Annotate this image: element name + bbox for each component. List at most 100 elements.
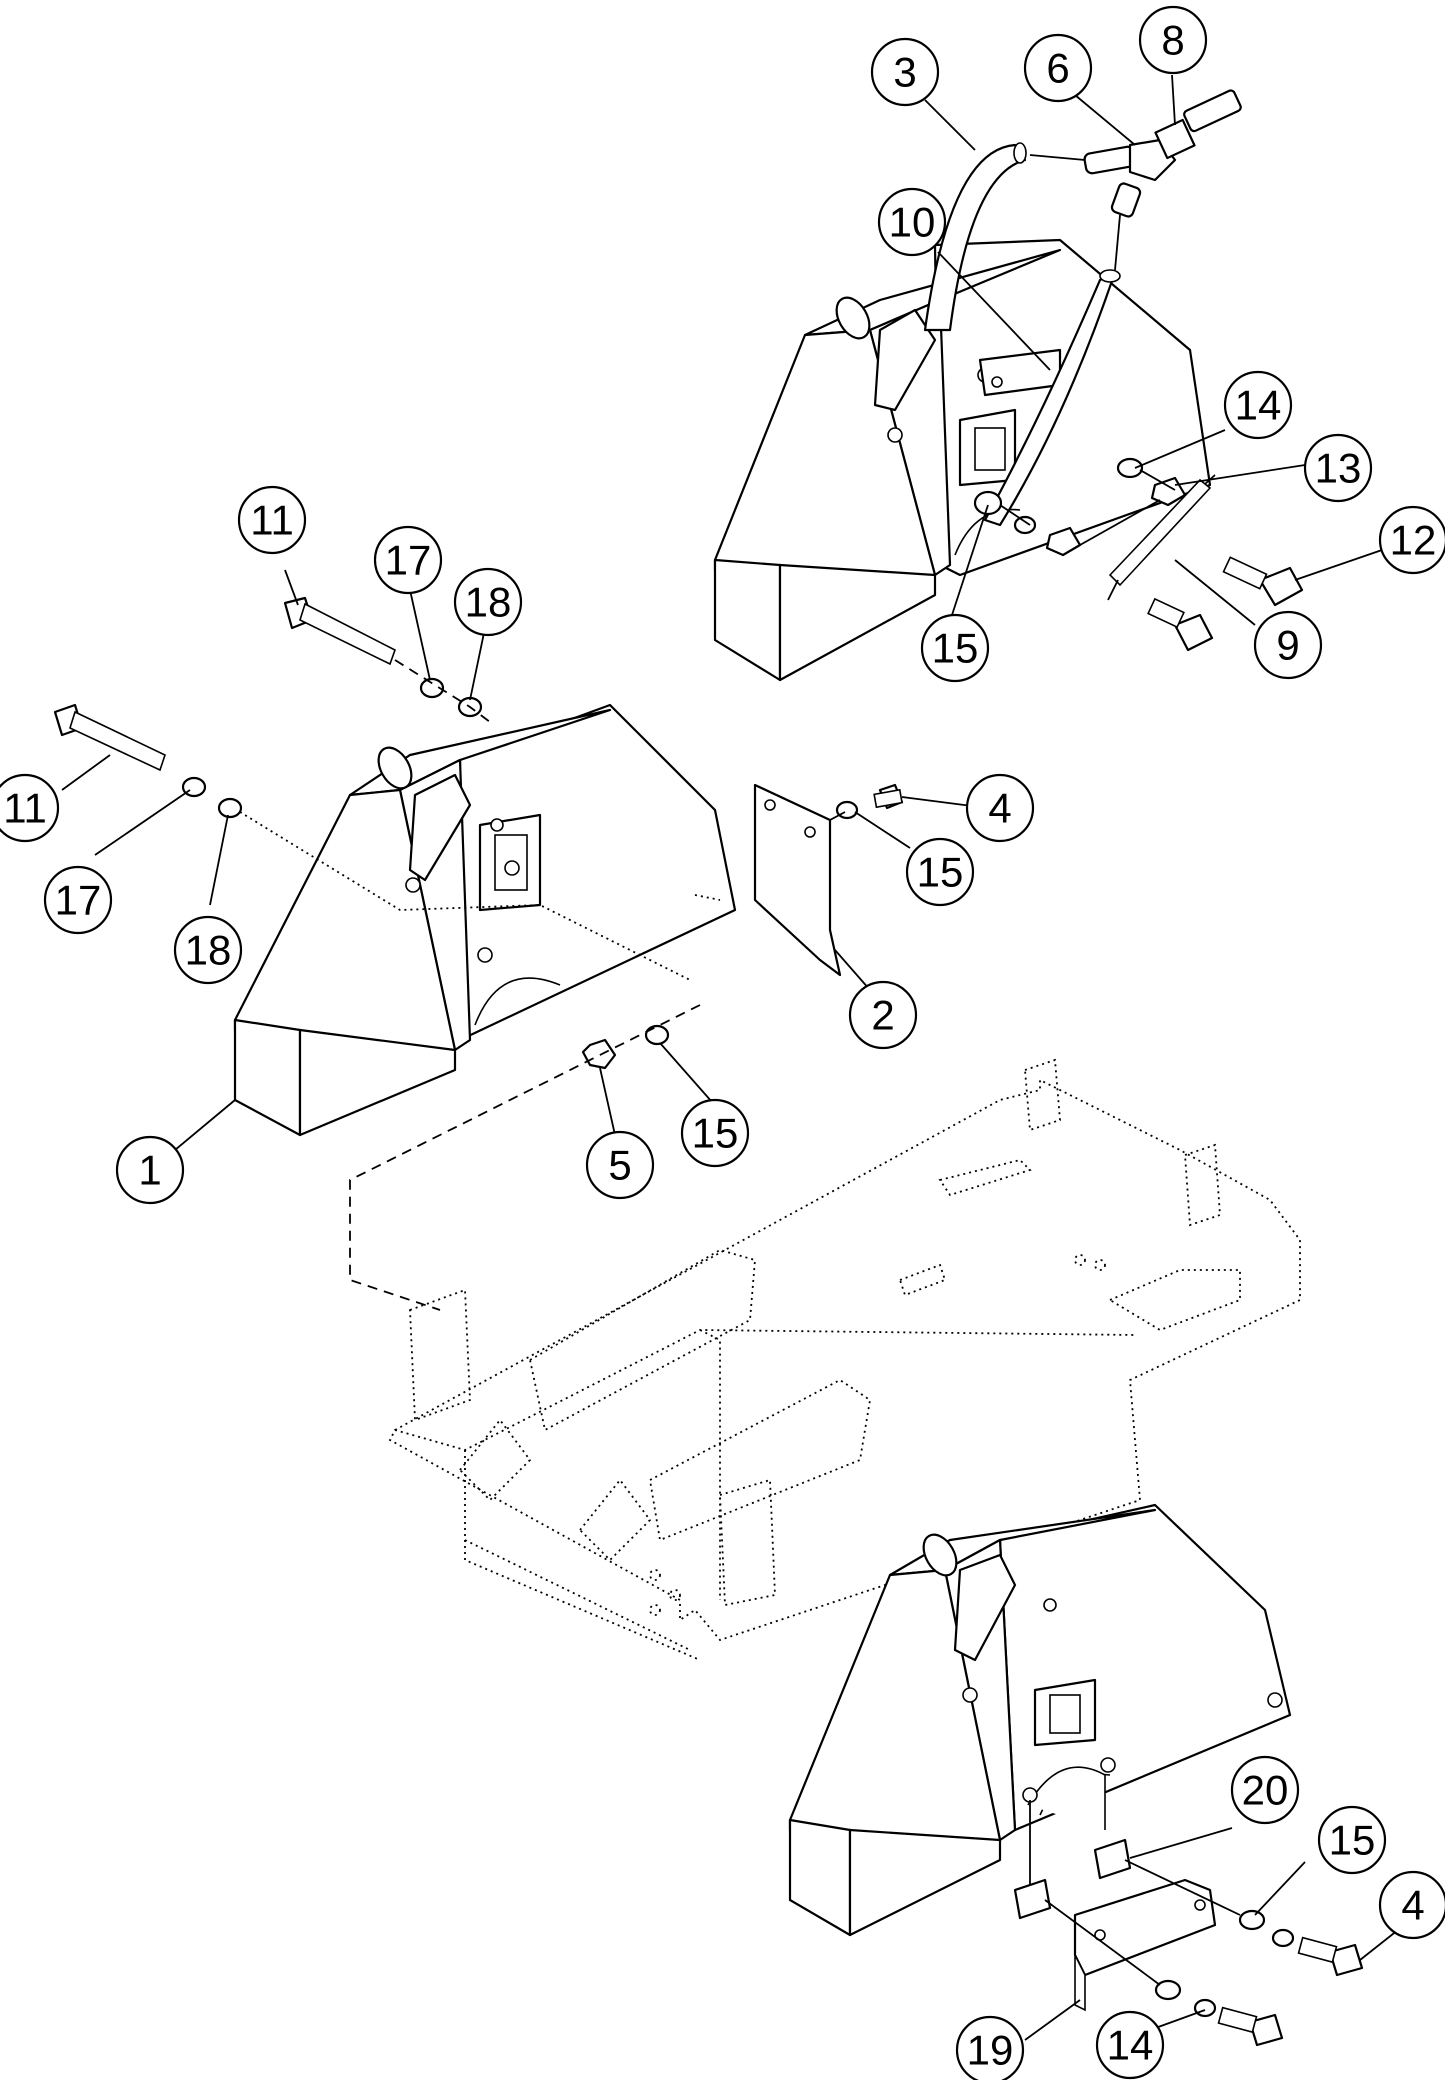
clamp-hole [991,376,1003,388]
svg-text:11: 11 [3,785,47,832]
svg-text:3: 3 [893,49,916,96]
lock-washer [1116,457,1144,479]
svg-text:14: 14 [1235,382,1282,429]
leader-11 [284,569,299,606]
bracket-slot [974,427,1006,471]
bracket-slot [1049,1694,1081,1734]
leader-11 [61,754,111,791]
callout-13: 13 [1303,433,1373,503]
svg-text:15: 15 [932,625,979,672]
housing-base-front [233,1018,302,1137]
frame-rail [528,1249,756,1432]
callout-11: 11 [237,485,307,555]
callout-12: 12 [1378,505,1445,575]
frame-bracket [409,1288,471,1422]
callout-leaders [61,74,1399,2041]
housing-assembly-bottom [788,1503,1292,1937]
svg-text:1: 1 [138,1147,161,1194]
bolt-shank [1217,2006,1258,2034]
callout-15: 15 [905,837,975,907]
svg-text:4: 4 [1401,1882,1424,1929]
housing-base-side [298,1028,457,1137]
callout-14: 14 [1223,370,1293,440]
bolt-shank [873,788,903,809]
callout-20: 20 [1230,1755,1300,1825]
callout-4: 4 [1378,1870,1445,1940]
cover-plate [753,783,842,977]
svg-text:4: 4 [988,785,1011,832]
lock-washer [1271,1928,1295,1948]
leader-10 [937,251,1051,371]
svg-text:19: 19 [967,2027,1014,2074]
cover-hole [804,826,816,838]
lock-washer [419,677,445,699]
fittings [1029,89,1242,271]
callout-9: 9 [1253,610,1323,680]
cover-plate-edge [1074,1954,1086,2012]
housing-hole [490,818,504,832]
frame-top-edges [394,1329,1136,1600]
housing-hole [962,1687,978,1703]
svg-text:14: 14 [1107,2022,1154,2069]
callout-5: 5 [585,1130,655,1200]
frame-slot [938,1159,1032,1197]
svg-text:18: 18 [465,579,512,626]
leader-15 [951,504,989,616]
frame-bracket [719,1478,776,1607]
leader-6 [1074,94,1136,146]
frame-outline [388,1078,1301,1642]
svg-text:15: 15 [1329,1817,1376,1864]
callout-10: 10 [877,187,947,257]
svg-text:2: 2 [871,992,894,1039]
mounting-frame [388,1058,1301,1661]
leader-14 [1149,2009,1206,2031]
hose-washer [973,490,1003,516]
grommet [1022,1787,1038,1803]
svg-text:10: 10 [889,199,936,246]
callout-balloons: 3 6 8 10 14 13 12 9 15 11 17 18 11 17 18… [0,5,1445,2080]
frame-bracket [1024,1058,1061,1132]
hose [923,142,1121,527]
leader-1 [174,1099,236,1151]
leader-4 [1359,1929,1399,1961]
leader-15 [854,811,911,849]
callout-17: 17 [43,865,113,935]
frame-slot [1108,1269,1241,1331]
hardware-left [53,596,904,1311]
svg-text:15: 15 [692,1110,739,1157]
bolt-head [1173,613,1214,652]
side-cover-plate [753,783,842,977]
assembly-line [1044,1859,1241,1986]
callout-15: 15 [680,1098,750,1168]
leader-15 [1254,1861,1306,1916]
frame-hole [1094,1259,1106,1271]
frame-hook [578,1478,652,1562]
housing-assembly-main [233,703,737,1137]
callout-18: 18 [453,567,523,637]
lock-washer [1193,1998,1217,2018]
callout-11: 11 [0,773,60,843]
callout-18: 18 [173,915,243,985]
hose-end [1099,269,1121,283]
washer [644,1024,670,1046]
housing-hole [1267,1692,1283,1708]
callout-4: 4 [965,773,1035,843]
svg-text:17: 17 [55,877,102,924]
assembly-line [829,811,846,821]
svg-text:5: 5 [608,1142,631,1189]
threaded-bolt [299,602,396,666]
bolt-shank [1147,597,1185,629]
housing-hole [1043,1598,1057,1612]
leader-17 [94,789,191,856]
svg-text:15: 15 [917,849,964,896]
housing-cutout-arc [474,977,561,1026]
housing-base-front [788,1818,852,1937]
hex-bolt-head [1248,2013,1284,2047]
assembly-line [1114,214,1121,271]
callout-15: 15 [1317,1805,1387,1875]
leader-20 [1129,1827,1233,1859]
washer [1013,515,1037,535]
housing-hole [887,427,903,443]
frame-rail [649,1378,871,1542]
